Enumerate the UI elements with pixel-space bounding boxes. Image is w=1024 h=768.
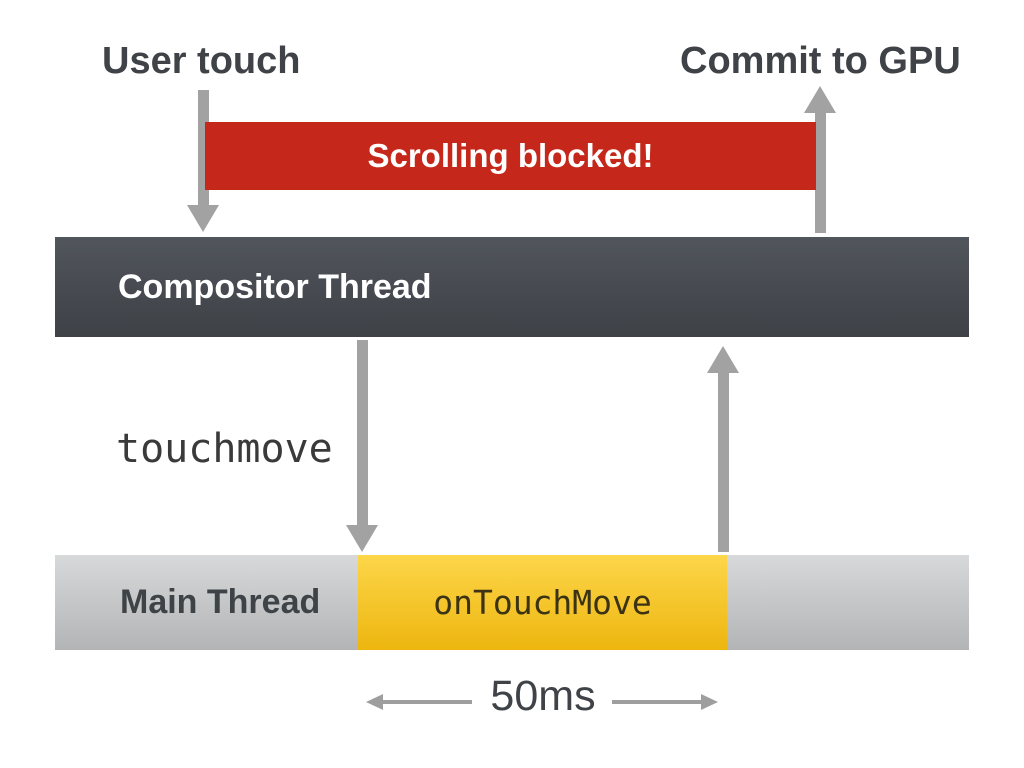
on-touch-move-label: onTouchMove [433, 583, 652, 622]
commit-to-gpu-label: Commit to GPU [680, 40, 961, 82]
scrolling-blocked-banner: Scrolling blocked! [205, 122, 816, 190]
user-touch-arrow-down-icon [187, 90, 219, 232]
arrow-head-down-icon [187, 205, 219, 232]
arrow-shaft [717, 373, 729, 552]
duration-left-arrow-icon [366, 694, 472, 710]
user-touch-label: User touch [102, 40, 301, 82]
arrow-shaft [356, 340, 368, 525]
scrolling-blocked-label: Scrolling blocked! [367, 137, 654, 174]
compositor-thread-bar: Compositor Thread [55, 237, 969, 337]
arrow-head-right-icon [701, 694, 718, 710]
duration-right-arrow-icon [612, 694, 718, 710]
arrow-head-down-icon [346, 525, 378, 552]
commit-to-gpu-arrow-up-icon [804, 86, 836, 233]
arrow-head-up-icon [804, 86, 836, 113]
arrow-head-up-icon [707, 346, 739, 373]
touchmove-arrow-down-icon [346, 340, 378, 552]
arrow-shaft [814, 113, 826, 233]
arrow-line [612, 700, 701, 704]
arrow-head-left-icon [366, 694, 383, 710]
main-thread-label: Main Thread [120, 583, 321, 621]
main-thread-return-arrow-up-icon [707, 346, 739, 552]
duration-label: 50ms [490, 672, 596, 720]
on-touch-move-task-segment: onTouchMove [358, 555, 727, 650]
compositor-thread-label: Compositor Thread [118, 267, 432, 306]
arrow-shaft [197, 90, 209, 205]
arrow-line [383, 700, 472, 704]
main-thread-bar: Main Thread onTouchMove [55, 555, 969, 650]
touchmove-event-label: touchmove [116, 426, 333, 472]
